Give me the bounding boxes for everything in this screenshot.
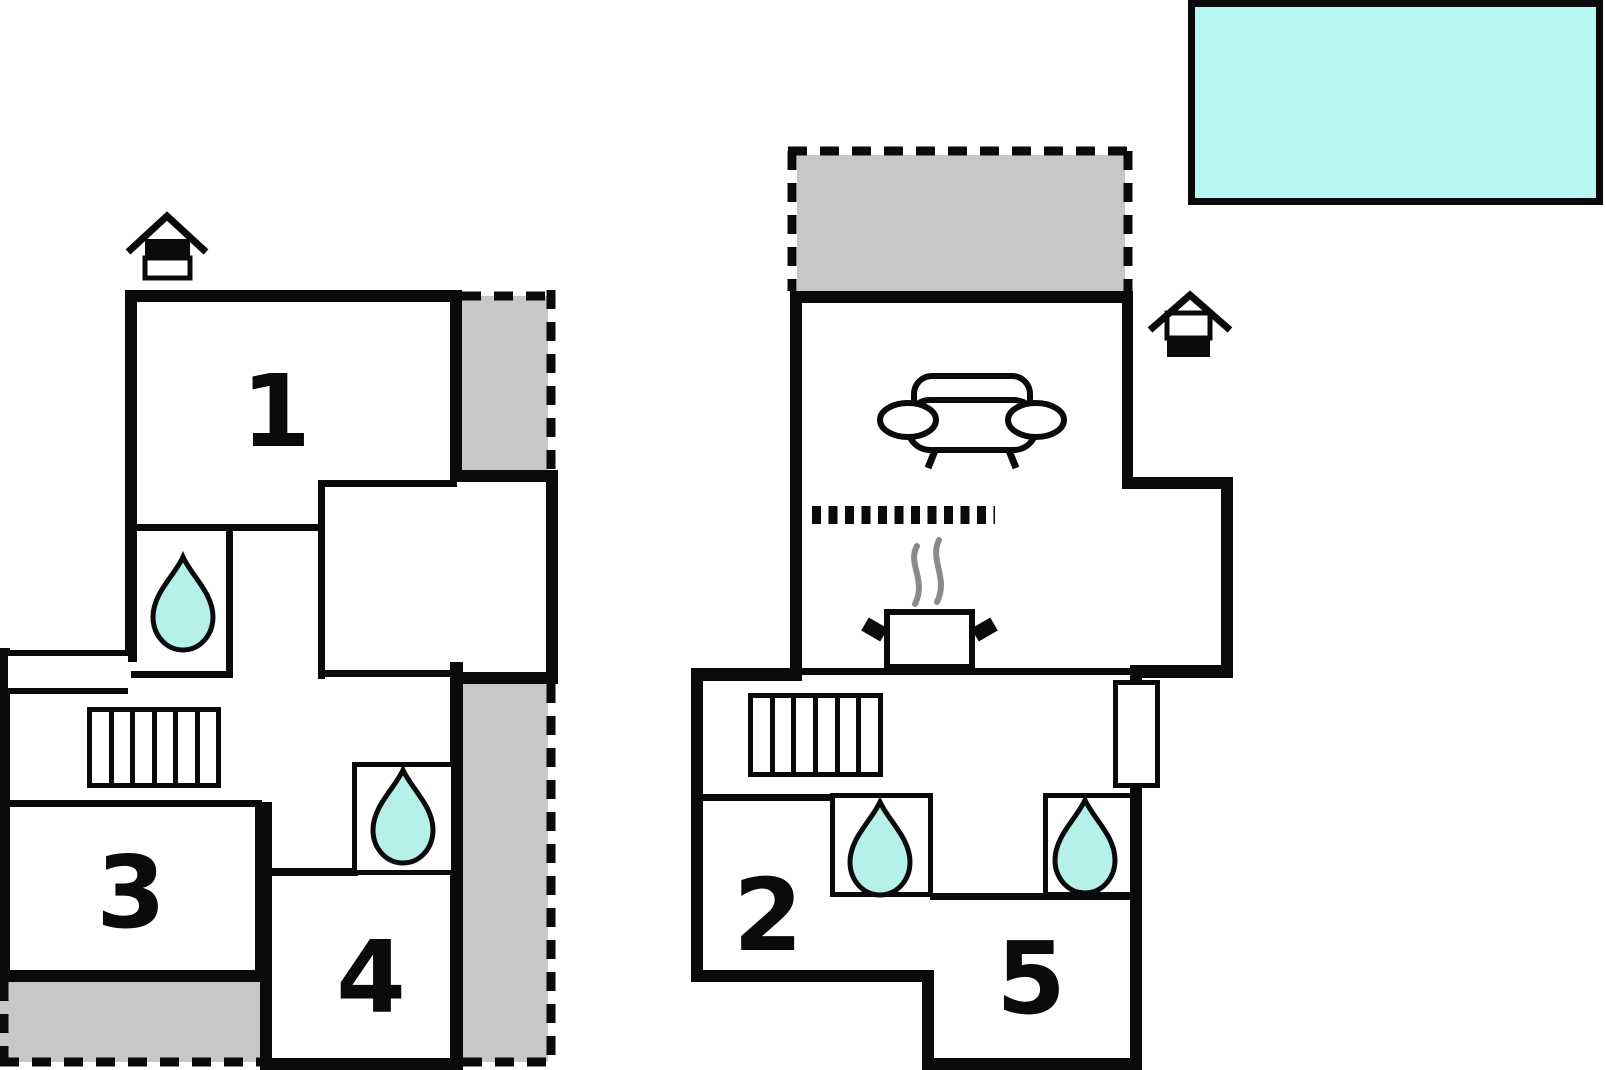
water-drop-icon <box>847 795 913 898</box>
wall <box>922 970 934 1070</box>
stair-step <box>114 712 135 783</box>
stair-step <box>178 712 200 783</box>
water-drop-icon <box>370 763 436 866</box>
wall <box>1130 665 1233 678</box>
pool <box>1188 0 1603 205</box>
house-entrance-icon <box>1147 290 1233 357</box>
wall <box>452 470 558 482</box>
water-drop-icon <box>150 550 216 653</box>
wall <box>930 893 1132 900</box>
room-label-1: 1 <box>241 353 311 470</box>
terrace-left-side <box>463 684 548 1062</box>
house-entrance-icon <box>125 211 209 281</box>
door <box>1113 680 1160 788</box>
wall <box>450 672 558 684</box>
terrace-left-lower <box>0 982 270 1062</box>
wall <box>0 970 270 982</box>
steam-icon <box>911 537 944 607</box>
room-label-2: 2 <box>733 857 803 974</box>
wall <box>1122 291 1133 489</box>
wall <box>0 648 10 982</box>
room-label-5: 5 <box>996 920 1066 1037</box>
wall <box>703 794 830 801</box>
stair-step <box>840 698 862 772</box>
wall <box>790 291 802 677</box>
wall <box>125 290 462 302</box>
wall <box>4 800 262 807</box>
wall <box>125 290 137 662</box>
wall <box>131 671 233 678</box>
wall <box>1122 477 1233 489</box>
wall <box>255 800 262 977</box>
staircase-left-floor <box>87 707 221 788</box>
wall <box>260 1058 463 1070</box>
terrace-right-top <box>797 155 1125 291</box>
wall <box>318 480 457 487</box>
wall <box>922 1058 1142 1070</box>
stair-step <box>135 712 157 783</box>
wall <box>691 970 934 982</box>
stair-step <box>775 698 797 772</box>
wall <box>226 524 233 677</box>
dashed-boundary <box>0 146 1133 1067</box>
room-label-3: 3 <box>96 834 166 951</box>
room-label-4: 4 <box>336 919 406 1036</box>
wall <box>322 670 457 677</box>
wall <box>318 480 325 679</box>
wall <box>450 290 462 482</box>
stair-step <box>753 698 775 772</box>
wall <box>802 668 1132 675</box>
wall <box>790 291 1133 303</box>
stair-step <box>157 712 178 783</box>
wall <box>691 668 703 982</box>
stair-step <box>818 698 840 772</box>
stair-step <box>796 698 819 772</box>
wall <box>546 470 558 684</box>
wall <box>691 668 802 681</box>
water-drop-icon <box>1052 793 1118 896</box>
wall <box>1221 477 1233 677</box>
cooking-pot-icon <box>861 537 998 670</box>
staircase-right-floor <box>748 693 883 777</box>
entry-alcove <box>2 650 128 694</box>
sofa-icon <box>877 373 1067 470</box>
terrace-left-upper <box>462 296 548 470</box>
stair-step <box>92 712 114 783</box>
wall <box>266 868 358 876</box>
